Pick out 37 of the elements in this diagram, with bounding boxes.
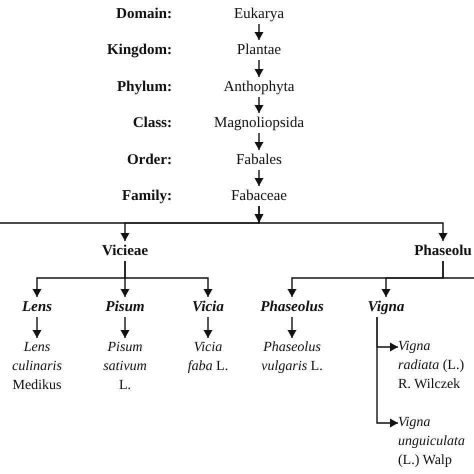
species-name: Pisum sativum L. [102,339,148,395]
species-name: Phaseolus vulgaris L. [260,339,324,376]
arrow [288,317,296,338]
arrow [442,261,474,279]
genus-name: Phaseolus [259,298,325,317]
rank-label: Domain: [115,5,172,24]
genus-name: Pisum [104,298,146,317]
species-name: Lens culinaris Medikus [11,339,63,395]
genus-name: Vigna [366,298,406,317]
taxon-name: Anthophyta [222,78,296,97]
rank-label: Family: [121,187,172,206]
taxon-name: Magnoliopsida [213,114,305,133]
rank-label: Class: [132,114,172,133]
arrow [254,97,264,113]
arrow [254,60,264,77]
rank-label: Order: [126,151,172,170]
rank-label: Phylum: [116,78,172,97]
species-name: Vigna radiata (L.) R. Wilczek [398,338,466,394]
arrow [254,133,264,150]
taxon-name: Plantae [236,41,282,60]
taxon-name: Fabales [235,151,283,170]
genus-name: Vicia [191,298,225,317]
arrow [124,261,212,297]
tribe-name: Phaseolu [413,242,473,261]
species-name: Vicia faba L. [186,339,230,376]
arrow [254,24,264,40]
arrow [376,317,398,428]
taxon-name: Eukarya [233,5,285,24]
tribe-name: Vicieae [100,242,150,261]
arrow [204,317,212,338]
arrow [32,317,42,338]
arrow [254,170,264,186]
species-name: Vigna unguiculata (L.) Walp [398,414,466,470]
genus-name: Lens [21,298,53,317]
taxon-name: Fabaceae [230,187,288,206]
rank-label: Kingdom: [106,41,172,60]
arrow [120,317,130,338]
